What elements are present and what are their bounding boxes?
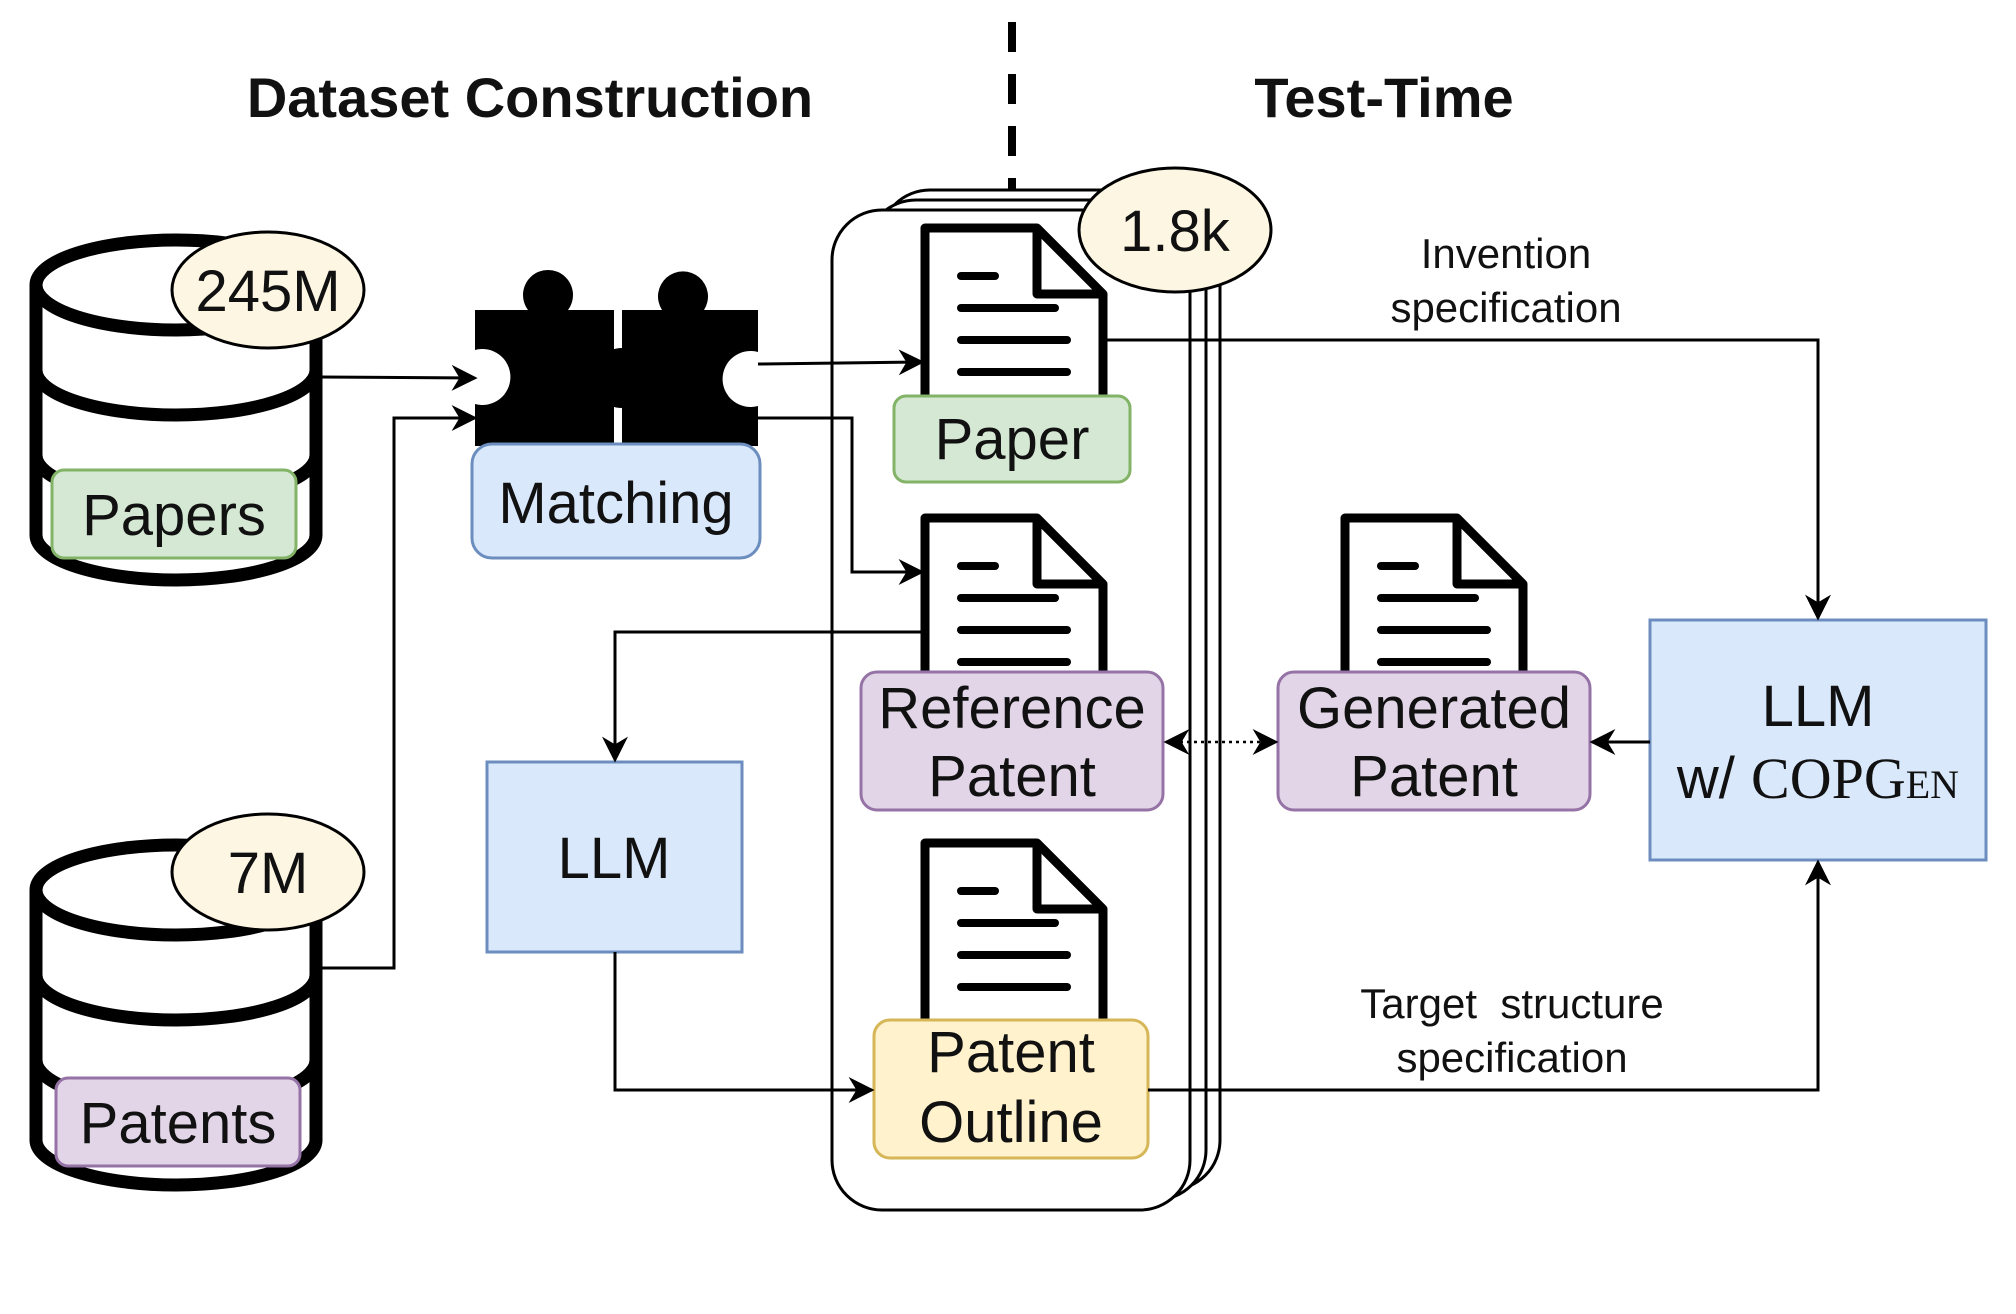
edge-outline-to-llm-copgen — [1148, 859, 1831, 1092]
patent-outline-line2: Outline — [919, 1090, 1103, 1155]
stack-count: 1.8k — [1120, 199, 1231, 264]
patents-label-box — [54, 1076, 302, 1168]
llm-copgen-prefix: w/ — [1676, 746, 1751, 811]
llm-left-box — [485, 760, 744, 954]
patent-outline-line1: Patent — [927, 1020, 1095, 1085]
invention-spec-line1: Invention — [1421, 230, 1591, 277]
llm-copgen-smallcaps: EN — [1906, 762, 1959, 807]
edge-patents-to-matching — [322, 405, 478, 970]
stack-count-badge — [1077, 166, 1273, 294]
puzzle-icon — [475, 270, 758, 446]
target-structure-spec-line2: specification — [1396, 1034, 1627, 1081]
invention-spec-line2: specification — [1390, 284, 1621, 331]
paper-label: Paper — [935, 407, 1090, 472]
llm-copgen-box — [1648, 618, 1988, 862]
papers-label: Papers — [82, 483, 266, 548]
reference-patent-box — [859, 670, 1165, 812]
reference-patent-line2: Patent — [928, 744, 1096, 809]
llm-copgen-line2: w/ COPGEN — [1676, 746, 1959, 811]
llm-copgen-name: COPG — [1751, 746, 1906, 811]
patents-count: 7M — [228, 841, 309, 906]
matching-label: Matching — [498, 471, 733, 536]
paper-label-box — [892, 394, 1132, 484]
papers-count-badge — [170, 230, 366, 350]
llm-copgen-line1: LLM — [1762, 674, 1875, 739]
edge-paper-to-llm-copgen — [1104, 338, 1831, 621]
edge-papers-to-matching — [319, 364, 478, 391]
header-test-time: Test-Time — [1254, 66, 1513, 129]
papers-count: 245M — [195, 259, 340, 324]
edge-llm-to-outline — [613, 952, 875, 1103]
patents-label: Patents — [80, 1091, 277, 1156]
llm-left-label: LLM — [558, 826, 671, 891]
edge-matching-to-reference — [758, 416, 925, 585]
matching-box — [470, 442, 762, 560]
target-structure-spec-line1: Target structure — [1360, 980, 1663, 1027]
generated-patent-line1: Generated — [1297, 676, 1571, 741]
edges — [319, 338, 1831, 1103]
edge-reference-to-llm — [602, 630, 925, 763]
generated-patent-line2: Patent — [1350, 744, 1518, 809]
edge-matching-to-paper — [757, 349, 925, 376]
reference-patent-line1: Reference — [878, 676, 1146, 741]
header-dataset-construction: Dataset Construction — [247, 66, 813, 129]
patents-count-badge — [170, 812, 366, 932]
papers-label-box — [50, 468, 298, 560]
